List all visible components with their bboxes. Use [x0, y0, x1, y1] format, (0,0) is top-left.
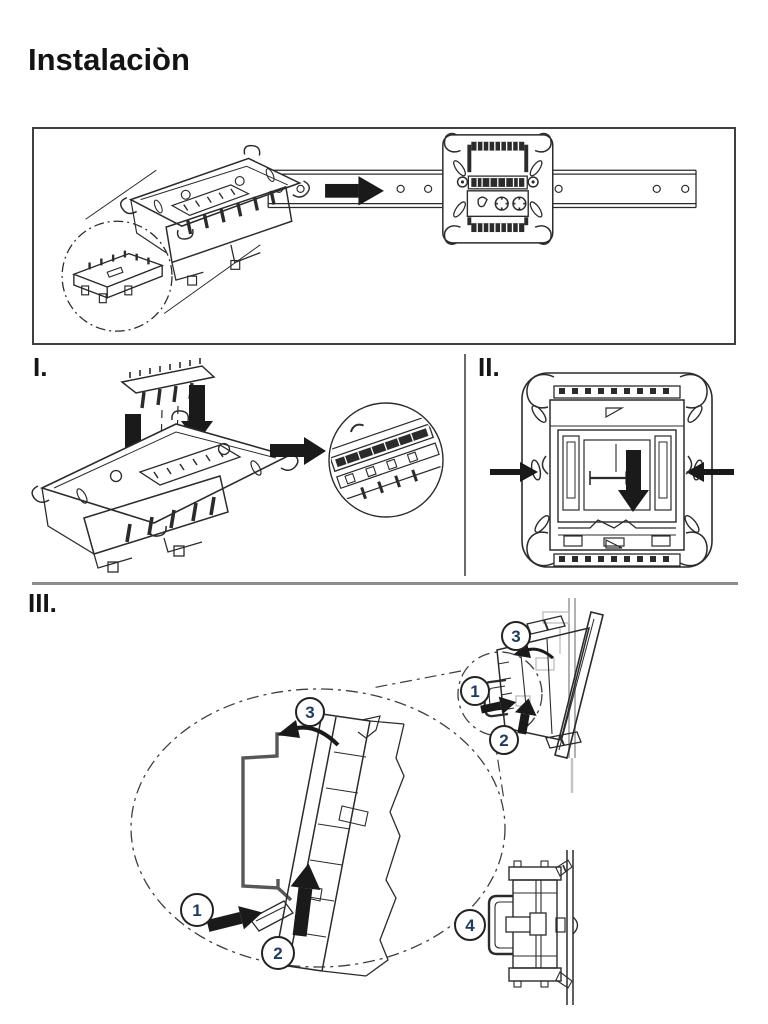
mounting-plate-isometric	[31, 410, 299, 537]
callout-3: 3	[501, 621, 531, 651]
svg-text:2: 2	[499, 731, 508, 750]
mounting-plate-front	[442, 132, 554, 245]
arrow-curved-icon	[513, 643, 554, 660]
callout-2: 2	[261, 936, 295, 970]
svg-text:3: 3	[511, 627, 520, 646]
device-seated-side-view: 4	[454, 850, 579, 1005]
terminal-connector	[120, 358, 216, 409]
callout-4: 4	[454, 909, 486, 941]
arrow-curved-icon	[277, 720, 340, 747]
callout-2: 2	[489, 725, 519, 755]
callout-1: 1	[460, 676, 490, 706]
overview-figure-frame	[32, 127, 736, 345]
overview-figure	[61, 132, 697, 332]
step-ii-figure	[490, 372, 734, 568]
svg-text:1: 1	[470, 682, 479, 701]
page-title: Instalaciòn	[28, 42, 190, 77]
magnifier-source-circle	[457, 651, 543, 737]
step-iii-label: III.	[28, 588, 57, 618]
latch-claw-right	[685, 455, 693, 475]
step-ii-label: II.	[478, 352, 500, 382]
magnifier-detail-circle	[318, 402, 453, 518]
arrow-down-icon	[618, 450, 649, 512]
arrow-right-icon	[206, 906, 263, 932]
step-iii-figure: 3 1 2	[130, 598, 604, 1005]
arrow-up-icon	[514, 698, 537, 735]
arrow-right-icon	[325, 176, 384, 206]
callout-1: 1	[180, 893, 214, 927]
section-divider-horizontal	[32, 582, 738, 585]
svg-text:1: 1	[192, 901, 201, 920]
device-tilted-side-view: 3 1 2	[460, 598, 604, 793]
device-body	[41, 475, 229, 573]
arrow-up-icon	[290, 863, 321, 937]
step-i-figure	[31, 358, 453, 573]
section-divider-vertical	[464, 354, 466, 576]
svg-text:4: 4	[465, 916, 475, 935]
svg-text:3: 3	[305, 703, 314, 722]
clip-detail-magnified	[241, 713, 405, 977]
arrow-inward-right-icon	[686, 462, 734, 482]
latch-claw-left	[541, 455, 549, 475]
device-module-front	[549, 385, 685, 567]
arrow-right-icon	[480, 696, 517, 715]
arrow-right-icon	[270, 437, 326, 465]
magnifier-detail-circle	[61, 220, 173, 332]
callout-3: 3	[295, 697, 325, 727]
step-i-label: I.	[33, 352, 48, 382]
arrow-inward-left-icon	[490, 462, 538, 482]
device-isometric	[85, 144, 310, 314]
magnifier-ellipse	[130, 688, 506, 968]
svg-text:2: 2	[273, 944, 282, 963]
